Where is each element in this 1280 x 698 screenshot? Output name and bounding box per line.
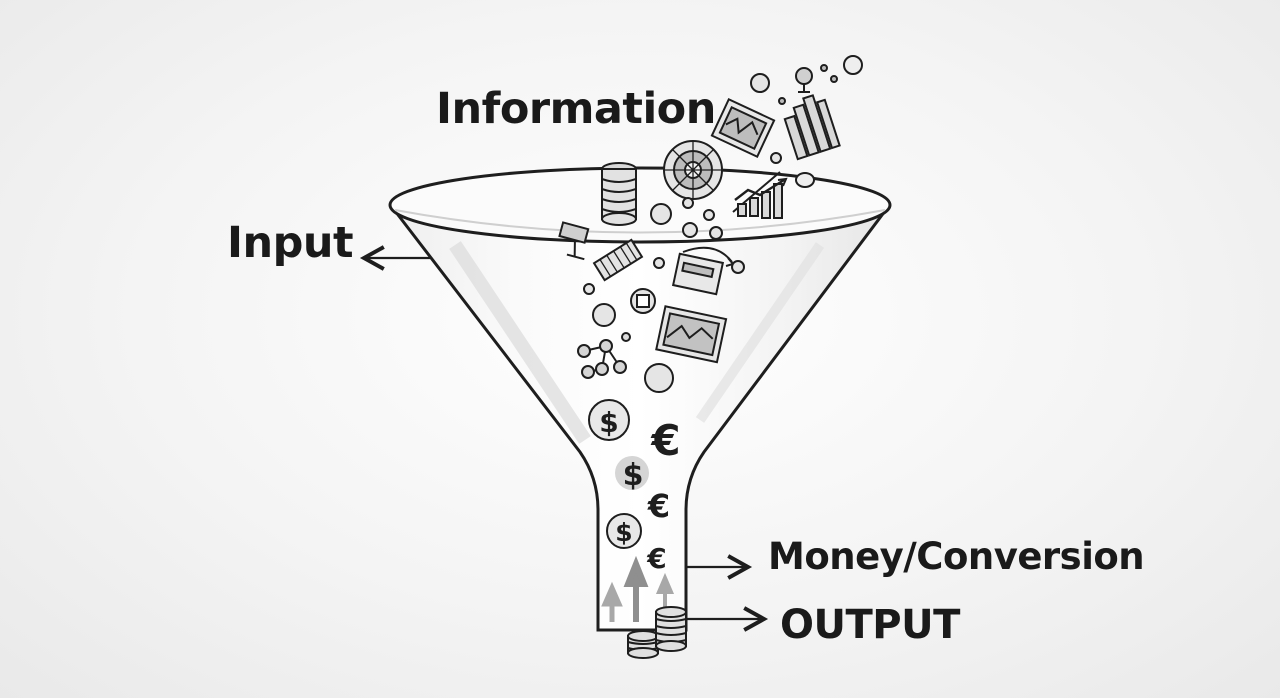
dollar-coin-icon: [606, 513, 642, 549]
coin-icon: [650, 203, 672, 225]
small-coin-icon: [703, 209, 715, 221]
coin-icon: [592, 303, 616, 327]
up-arrow-icon: [655, 572, 675, 608]
up-arrow-icon: [623, 555, 649, 622]
bar-stack-icon: [783, 94, 841, 161]
funnel: [388, 166, 892, 632]
euro-symbol: €: [650, 416, 680, 465]
coin-stack-icon: [627, 630, 659, 659]
line-chart-panel-icon: [655, 305, 728, 364]
dollar-coin-icon: [588, 399, 630, 441]
funnel-rim-inner-shadow: [394, 209, 886, 234]
chart-card-icon: [710, 97, 776, 159]
growth-arrows: [601, 555, 675, 622]
small-coin-icon: [682, 222, 698, 238]
small-coin-icon: [731, 260, 745, 274]
network-nodes-icon: [577, 339, 627, 379]
small-coin-icon: [750, 73, 770, 93]
coin-square-icon: [636, 294, 650, 308]
coin-stack-icon: [601, 162, 637, 226]
connector-arrows: [359, 245, 769, 632]
rising-bar-chart-icon: [732, 171, 788, 219]
small-coin-icon: [583, 283, 595, 295]
output-label: OUTPUT: [780, 602, 960, 648]
output-coins: [627, 606, 687, 659]
funnel-rim: [388, 166, 892, 244]
document-arrow-icon: [671, 246, 735, 296]
euro-symbol: €: [646, 542, 666, 575]
up-arrow-icon: [601, 581, 623, 622]
camera-icon: [558, 221, 590, 261]
funnel-highlight-right: [695, 242, 825, 423]
dot-icon: [778, 97, 786, 105]
keyboard-icon: [592, 238, 644, 282]
pin-icon: [795, 67, 813, 93]
label-chip-icon: [795, 172, 815, 188]
dollar-symbol: $: [623, 458, 644, 493]
input-label: Input: [227, 218, 354, 268]
dollar-coin-icon: [615, 456, 649, 490]
small-coin-icon: [709, 226, 723, 240]
small-coin-icon: [682, 197, 694, 209]
information-label: Information: [436, 84, 716, 134]
dollar-symbol: $: [599, 406, 618, 439]
funnel-highlight-left: [449, 241, 591, 444]
dot-icon: [621, 332, 631, 342]
coin-stack-icon: [655, 606, 687, 652]
data-icons: [558, 55, 863, 393]
pie-chart-icon: [663, 140, 723, 200]
dot-icon: [830, 75, 838, 83]
small-coin-icon: [770, 152, 782, 164]
money-conversion-label: Money/Conversion: [768, 535, 1145, 578]
dot-icon: [820, 64, 828, 72]
currency-symbols: $ € $ € $ €: [588, 399, 681, 575]
coin-icon: [644, 363, 674, 393]
dollar-symbol: $: [615, 518, 632, 547]
euro-symbol: €: [647, 487, 670, 525]
small-coin-icon: [653, 257, 665, 269]
badge-icon: [843, 55, 863, 75]
